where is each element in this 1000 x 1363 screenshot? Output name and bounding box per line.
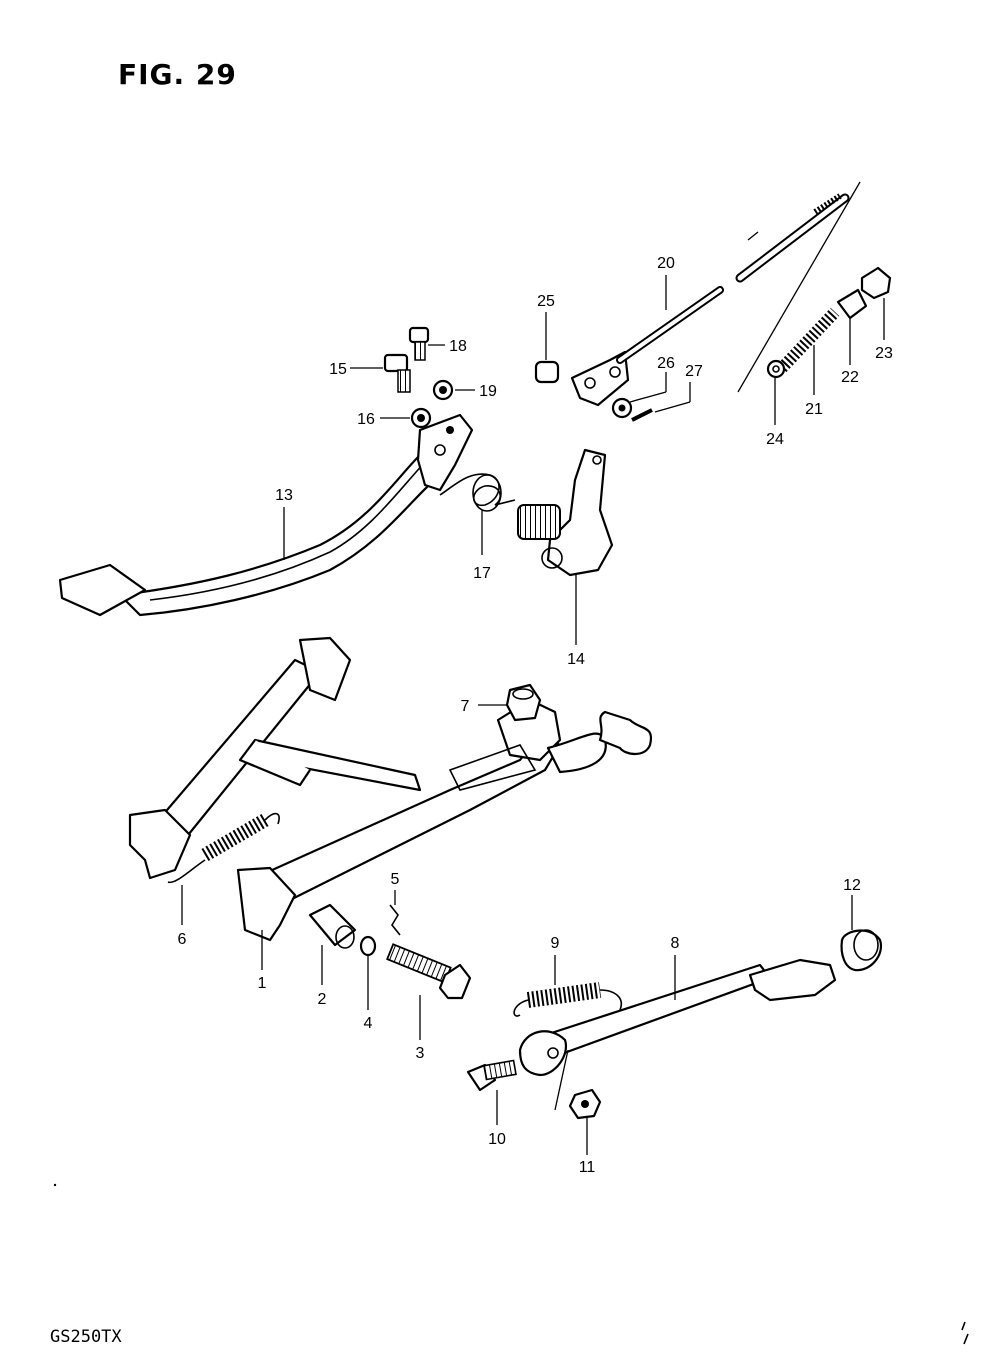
label-part-11: 11 bbox=[579, 1159, 596, 1176]
bolt-part-15 bbox=[383, 353, 411, 393]
nut-part-23 bbox=[860, 266, 892, 300]
label-part-9: 9 bbox=[551, 935, 560, 952]
label-part-22: 22 bbox=[841, 369, 859, 386]
label-part-2: 2 bbox=[318, 991, 327, 1008]
nut-part-7 bbox=[505, 683, 542, 722]
label-part-23: 23 bbox=[875, 345, 893, 362]
nut-part-26 bbox=[611, 397, 633, 419]
spring-part-9 bbox=[513, 982, 622, 1017]
label-part-8: 8 bbox=[671, 935, 680, 952]
washer-part-24 bbox=[766, 359, 786, 379]
label-part-21: 21 bbox=[805, 401, 823, 418]
label-part-1: 1 bbox=[258, 975, 267, 992]
nut-part-19 bbox=[432, 379, 454, 401]
label-part-6: 6 bbox=[178, 931, 187, 948]
pin-part-25 bbox=[534, 360, 560, 384]
label-part-17: 17 bbox=[473, 565, 491, 582]
side-stand-part-8 bbox=[518, 958, 837, 1111]
spring-part-21 bbox=[777, 307, 840, 373]
label-part-19: 19 bbox=[479, 383, 497, 400]
label-part-3: 3 bbox=[416, 1045, 425, 1062]
bolt-part-10 bbox=[466, 1059, 517, 1092]
label-part-15: 15 bbox=[329, 361, 347, 378]
label-part-13: 13 bbox=[275, 487, 293, 504]
label-part-16: 16 bbox=[357, 411, 375, 428]
spring-part-17 bbox=[439, 473, 516, 512]
label-part-24: 24 bbox=[766, 431, 784, 448]
label-part-12: 12 bbox=[843, 877, 861, 894]
bolt-part-18 bbox=[408, 326, 430, 361]
pad-part-12 bbox=[840, 929, 883, 972]
washer-part-4 bbox=[359, 935, 377, 957]
model-code: GS250TX bbox=[50, 1327, 122, 1347]
label-part-20: 20 bbox=[657, 255, 675, 272]
label-part-4: 4 bbox=[364, 1015, 373, 1032]
spring-part-6 bbox=[167, 812, 280, 884]
pin-part-5 bbox=[389, 904, 401, 936]
nut-part-11 bbox=[568, 1088, 602, 1120]
label-part-18: 18 bbox=[449, 338, 467, 355]
leader-lines bbox=[181, 275, 885, 1155]
label-part-25: 25 bbox=[537, 293, 555, 310]
label-part-26: 26 bbox=[657, 355, 675, 372]
rod-extension bbox=[735, 181, 861, 393]
label-part-10: 10 bbox=[488, 1131, 506, 1148]
center-stand-part-1 bbox=[128, 636, 653, 942]
part-labels: 1 2 3 4 5 6 7 8 9 10 11 12 13 14 15 16 1… bbox=[178, 255, 893, 1176]
scan-mark bbox=[961, 1321, 969, 1345]
cotter-pin-part-27 bbox=[631, 408, 653, 422]
brake-rod-part-20 bbox=[570, 286, 724, 407]
scan-dot bbox=[53, 1183, 57, 1187]
bushing-part-2 bbox=[308, 903, 357, 949]
brake-arm-part-14 bbox=[517, 448, 614, 577]
brake-pedal-part-13 bbox=[58, 413, 474, 617]
figure-title: FIG. 29 bbox=[118, 58, 237, 91]
label-part-7: 7 bbox=[461, 698, 470, 715]
label-part-5: 5 bbox=[391, 871, 400, 888]
pivot-part-22 bbox=[836, 288, 868, 320]
bolt-part-3 bbox=[386, 943, 472, 1000]
label-part-14: 14 bbox=[567, 651, 585, 668]
label-part-27: 27 bbox=[685, 363, 703, 380]
nut-part-16 bbox=[410, 407, 432, 429]
